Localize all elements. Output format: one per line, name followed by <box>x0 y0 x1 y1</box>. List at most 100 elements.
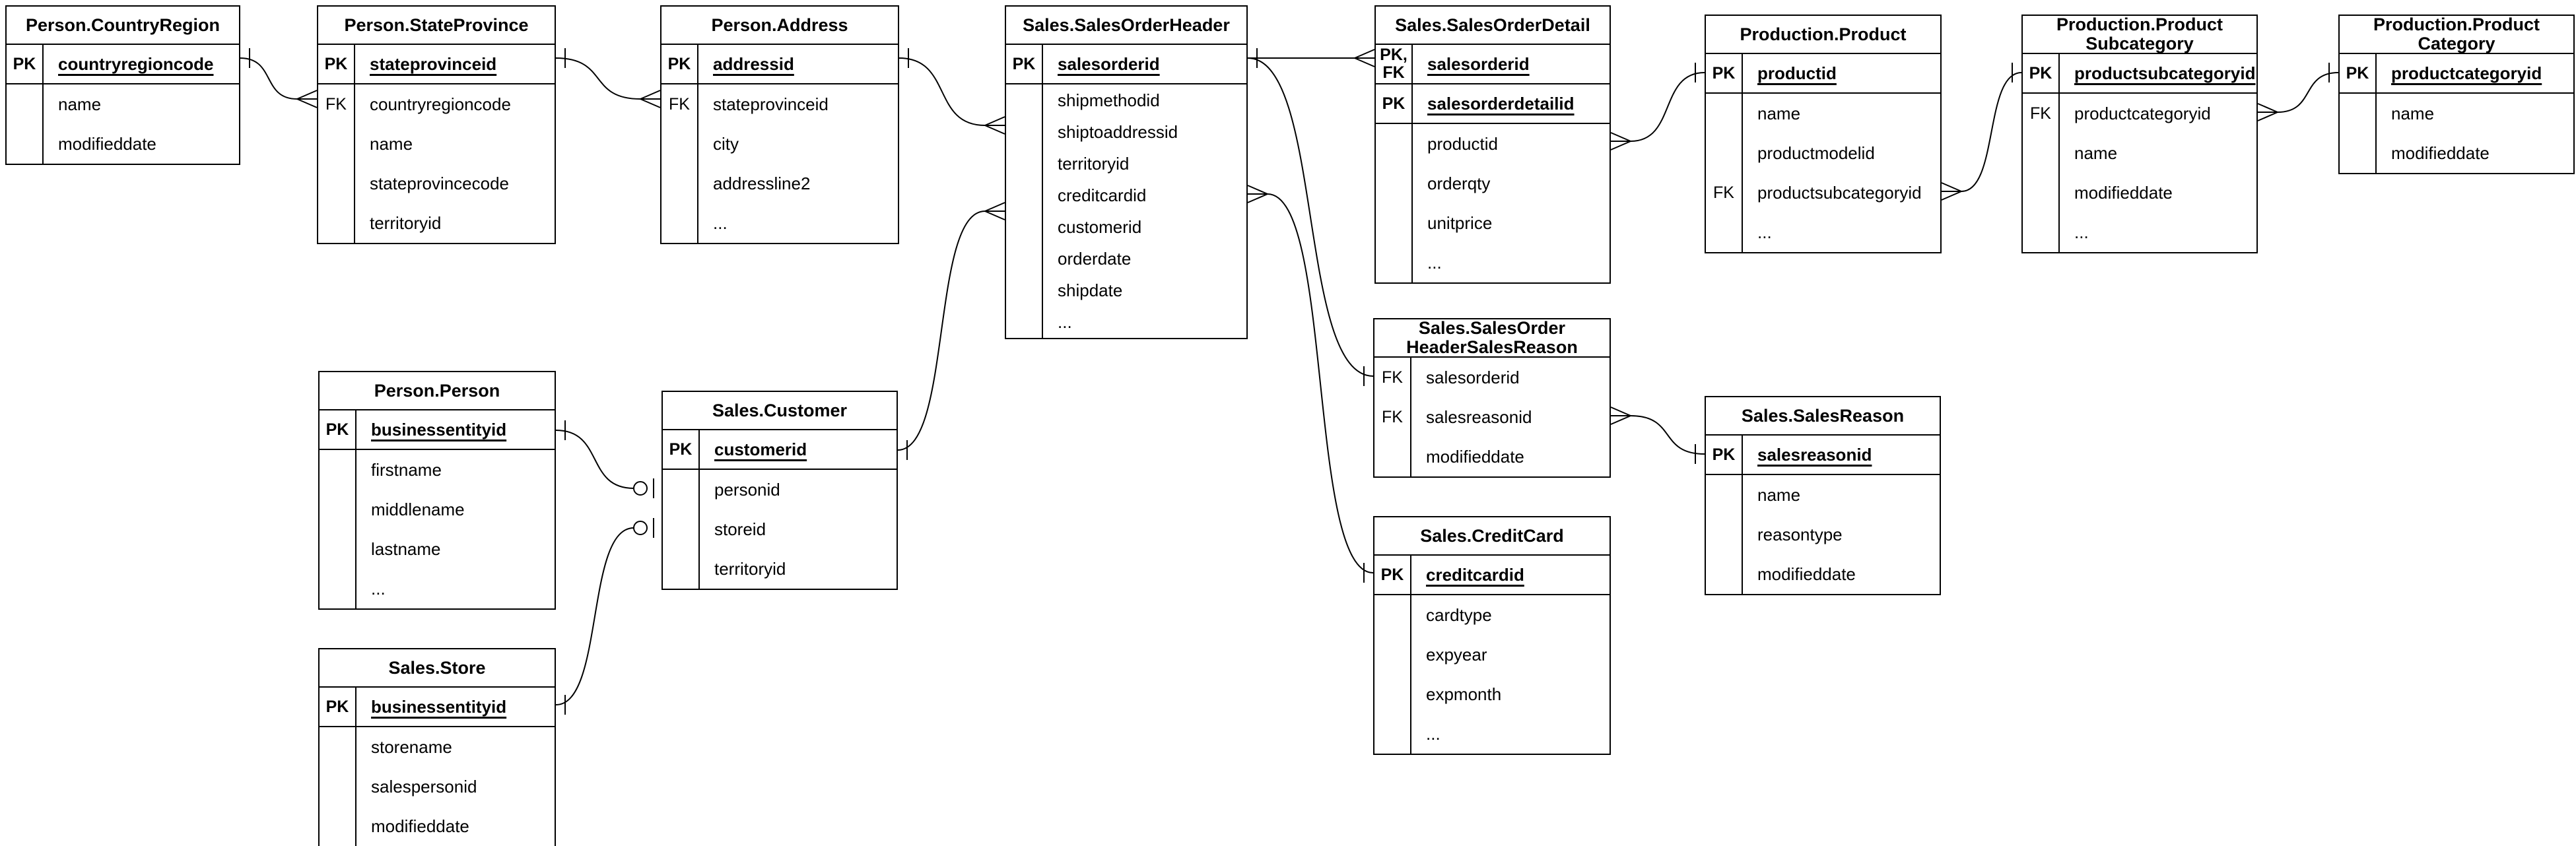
attribute-key-label <box>1706 515 1743 554</box>
attribute-key-label <box>1006 84 1043 116</box>
key-attribute-name: creditcardid <box>1426 564 1524 585</box>
connector-product-productsubcategory <box>1941 63 2022 201</box>
attribute-name: modifieddate <box>2391 143 2490 163</box>
attribute-key-label <box>1706 133 1743 173</box>
entity-title: Sales.Customer <box>663 392 897 430</box>
attribute-key-label <box>320 806 356 846</box>
attribute-name: ... <box>1427 252 1442 273</box>
attribute-name: expmonth <box>1426 684 1502 704</box>
entity-title-line: Sales.Store <box>388 657 486 678</box>
attribute-key-label <box>663 470 700 509</box>
connector-countryregion-stateprovince <box>240 48 318 108</box>
attribute-name: name <box>2391 103 2435 123</box>
attribute-key-label: FK <box>1374 397 1411 437</box>
key-attribute-name: addressid <box>713 53 794 74</box>
attribute-name: ... <box>371 578 386 599</box>
key-attribute-name: productcategoryid <box>2391 63 2542 83</box>
attribute-key-label <box>1006 148 1043 179</box>
key-label: PK <box>2340 54 2377 92</box>
attribute-key-label <box>320 490 356 529</box>
key-label: PK <box>318 45 355 83</box>
entity-title-line: Category <box>2418 34 2495 53</box>
attribute-key-label <box>1376 164 1413 203</box>
attribute-name: ... <box>1426 723 1441 744</box>
connector-store-customer <box>555 518 654 715</box>
key-label: PK <box>1006 45 1043 83</box>
attribute-key-label <box>661 203 698 243</box>
attribute-name: modifieddate <box>1426 446 1524 467</box>
entity-title-line: Subcategory <box>2085 34 2194 53</box>
attribute-key-label <box>1706 212 1743 252</box>
attribute-key-label <box>320 569 356 608</box>
attribute-name: productmodelid <box>1757 143 1875 163</box>
connector-salesorderdetail-product <box>1610 63 1705 150</box>
key-attribute-name: productid <box>1757 63 1837 83</box>
attribute-name: lastname <box>371 538 441 559</box>
attribute-key-label <box>1006 306 1043 338</box>
attribute-key-label <box>1706 94 1743 133</box>
key-attribute-name: customerid <box>714 439 807 459</box>
attribute-key-label <box>1706 475 1743 515</box>
entity-title: Sales.SalesOrderDetail <box>1376 7 1610 45</box>
entity-title-line: Person.Address <box>711 15 848 35</box>
attribute-key-label <box>320 529 356 569</box>
attribute-key-label <box>1376 243 1413 282</box>
entity-title: Person.StateProvince <box>318 7 555 45</box>
attribute-key-label <box>1374 595 1411 635</box>
entity-title: Person.Address <box>661 7 898 45</box>
key-attribute-name: salesorderdetailid <box>1427 93 1575 114</box>
key-attribute-name: salesreasonid <box>1757 444 1872 465</box>
attribute-name: unitprice <box>1427 212 1493 233</box>
key-row: PK salesorderid <box>1006 45 1246 84</box>
attribute-key-label <box>661 164 698 203</box>
attribute-key-label <box>2023 212 2060 252</box>
attribute-name: firstname <box>371 459 442 480</box>
attribute-name: modifieddate <box>2074 182 2173 203</box>
attribute-key-label <box>2340 133 2377 173</box>
connector-headersalesreason-salesreason <box>1610 407 1705 464</box>
attribute-name: customerid <box>1058 216 1142 237</box>
entity-title: Sales.SalesOrderHeader <box>1006 7 1246 45</box>
attribute-key-label <box>2023 173 2060 212</box>
key-attribute-name: salesorderid <box>1058 53 1160 74</box>
attribute-name: name <box>58 94 102 114</box>
attribute-key-label <box>663 549 700 589</box>
key-label: PK, FK <box>1376 45 1413 83</box>
attribute-name: storename <box>371 736 452 757</box>
attribute-key-label: FK <box>2023 94 2060 133</box>
entity-title: Production.Product <box>1706 16 1940 54</box>
attribute-name: salesorderid <box>1426 367 1520 387</box>
attribute-name: productcategoryid <box>2074 103 2211 123</box>
attribute-name: ... <box>1757 222 1772 242</box>
attribute-name: ... <box>2074 222 2089 242</box>
